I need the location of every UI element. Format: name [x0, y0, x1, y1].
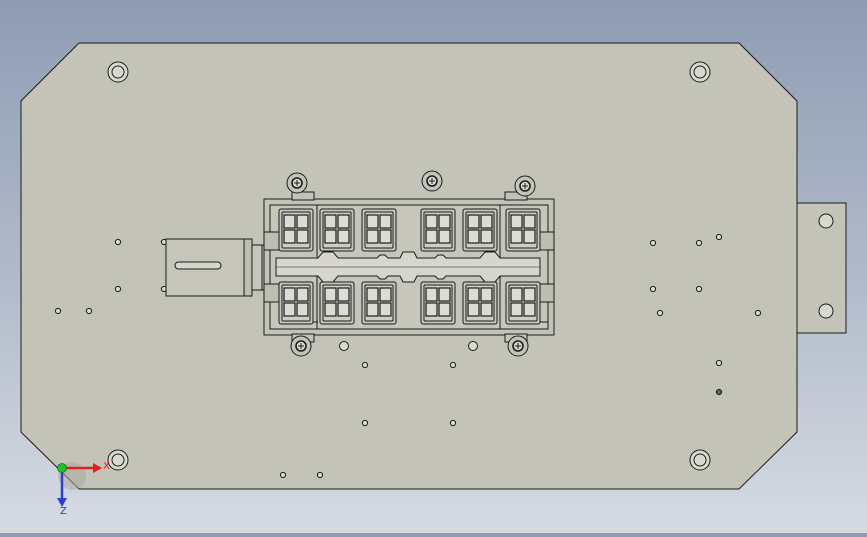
- connector-module[interactable]: [462, 281, 498, 325]
- corner-hole-bottom-right: [689, 449, 711, 471]
- screw-top-middle: [421, 170, 443, 192]
- connector-module[interactable]: [361, 281, 397, 325]
- connector-module[interactable]: [278, 281, 314, 325]
- connector-module[interactable]: [420, 281, 456, 325]
- connector-modules: [278, 208, 541, 325]
- corner-hole-bottom-left: [107, 449, 129, 471]
- z-axis-label: Z: [60, 506, 67, 517]
- coordinate-triad: X Z: [57, 461, 110, 517]
- screw-top-right: [514, 175, 536, 197]
- connector-module[interactable]: [505, 208, 541, 252]
- connector-module[interactable]: [319, 281, 355, 325]
- connector-module[interactable]: [278, 208, 314, 252]
- connector-module[interactable]: [462, 208, 498, 252]
- corner-hole-top-right: [689, 61, 711, 83]
- small-holes: [54, 233, 762, 479]
- mounting-tab[interactable]: [794, 202, 847, 334]
- connector-module[interactable]: [420, 208, 456, 252]
- connector-module[interactable]: [505, 281, 541, 325]
- screw-bottom-left: [290, 335, 312, 357]
- x-axis-label: X: [103, 461, 110, 472]
- corner-holes: [107, 61, 711, 471]
- triad-origin: [57, 463, 67, 473]
- screw-top-left: [286, 172, 308, 194]
- corner-hole-top-left: [107, 61, 129, 83]
- connector-module[interactable]: [319, 208, 355, 252]
- screw-bottom-right: [507, 335, 529, 357]
- screws: [286, 170, 536, 357]
- cylinder-part[interactable]: [165, 238, 264, 297]
- connector-module[interactable]: [361, 208, 397, 252]
